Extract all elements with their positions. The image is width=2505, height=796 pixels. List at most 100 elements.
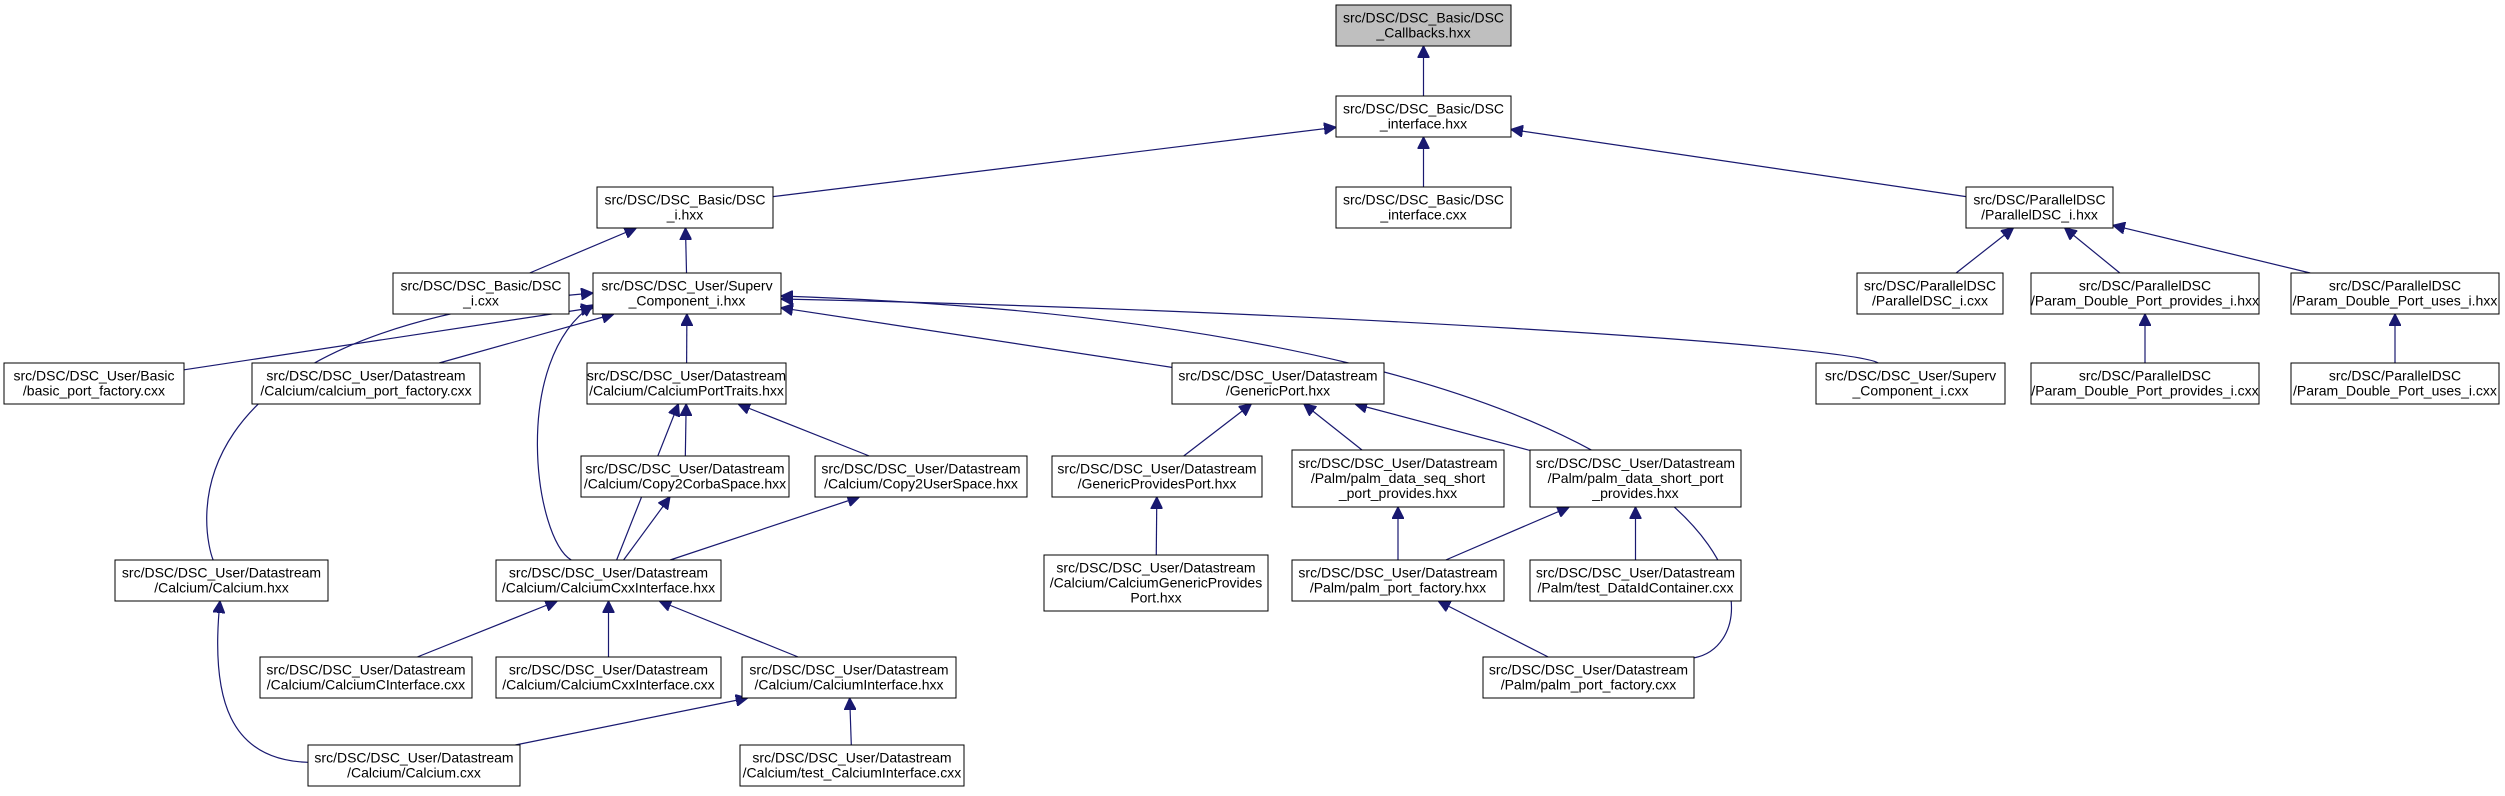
node-label-line: _Component_i.cxx xyxy=(1852,383,1969,399)
node-label-line: src/DSC/DSC_User/Datastream xyxy=(266,662,465,678)
node-palm_seq_short[interactable]: src/DSC/DSC_User/Datastream/Palm/palm_da… xyxy=(1291,449,1505,508)
node-label-line: /Param_Double_Port_provides_i.hxx xyxy=(2031,293,2259,309)
node-label-line: /Palm/palm_port_factory.cxx xyxy=(1501,677,1677,693)
node-label-line: src/DSC/DSC_User/Datastream xyxy=(314,750,513,766)
node-box xyxy=(814,455,1028,498)
node-box xyxy=(1815,362,2006,405)
node-calcium_interface_hxx[interactable]: src/DSC/DSC_User/Datastream/Calcium/Calc… xyxy=(741,656,957,699)
node-label-line: /Palm/palm_port_factory.hxx xyxy=(1310,580,1486,596)
node-label-line: /GenericProvidesPort.hxx xyxy=(1078,476,1237,492)
node-label-line: src/DSC/DSC_User/Basic xyxy=(13,368,174,384)
node-palm_short[interactable]: src/DSC/DSC_User/Datastream/Palm/palm_da… xyxy=(1529,449,1742,508)
node-test_calcium_interface[interactable]: src/DSC/DSC_User/Datastream/Calcium/test… xyxy=(739,744,965,787)
node-uses_cxx[interactable]: src/DSC/ParallelDSC/Param_Double_Port_us… xyxy=(2290,362,2500,405)
node-calcium_cxx[interactable]: src/DSC/DSC_User/Datastream/Calcium/Calc… xyxy=(307,744,521,787)
node-palm_factory_cxx[interactable]: src/DSC/DSC_User/Datastream/Palm/palm_po… xyxy=(1482,656,1695,699)
node-label-line: src/DSC/DSC_User/Datastream xyxy=(821,461,1020,477)
edge-calcium_hxx-to-superv_hxx xyxy=(206,293,593,561)
node-paralleldsc_i_hxx[interactable]: src/DSC/ParallelDSC/ParallelDSC_i.hxx xyxy=(1965,186,2114,229)
node-paralleldsc_i_cxx[interactable]: src/DSC/ParallelDSC/ParallelDSC_i.cxx xyxy=(1856,272,2004,315)
node-box xyxy=(1529,559,1742,602)
node-provides_hxx[interactable]: src/DSC/ParallelDSC/Param_Double_Port_pr… xyxy=(2030,272,2260,315)
node-label-line: /Calcium/CalciumCxxInterface.hxx xyxy=(502,580,715,596)
node-superv_cxx[interactable]: src/DSC/DSC_User/Superv_Component_i.cxx xyxy=(1815,362,2006,405)
node-calcium_port_traits[interactable]: src/DSC/DSC_User/Datastream/Calcium/Calc… xyxy=(586,362,787,405)
node-label-line: src/DSC/DSC_User/Datastream xyxy=(1298,565,1497,581)
edge-dsc_i_cxx-to-dsc_i_hxx xyxy=(529,228,637,274)
node-box xyxy=(586,362,787,405)
node-box xyxy=(1291,559,1505,602)
node-test_datalid[interactable]: src/DSC/DSC_User/Datastream/Palm/test_Da… xyxy=(1529,559,1742,602)
node-generic_port[interactable]: src/DSC/DSC_User/Datastream/GenericPort.… xyxy=(1171,362,1385,405)
node-calcium_generic_provides[interactable]: src/DSC/DSC_User/Datastream/Calcium/Calc… xyxy=(1043,554,1269,612)
edge-palm_seq_short-to-generic_port xyxy=(1304,404,1363,451)
node-box xyxy=(741,656,957,699)
edges-layer xyxy=(183,46,2395,763)
edge-calcium_cxx-to-calcium_interface_hxx xyxy=(515,698,747,746)
node-interface_hxx[interactable]: src/DSC/DSC_Basic/DSC_interface.hxx xyxy=(1335,95,1512,138)
node-label-line: /ParallelDSC_i.hxx xyxy=(1981,207,2098,223)
node-label-line: src/DSC/DSC_User/Datastream xyxy=(122,565,321,581)
edge-superv_hxx-to-dsc_i_hxx xyxy=(685,228,686,274)
node-label-line: src/DSC/ParallelDSC xyxy=(1973,192,2105,208)
node-calcium_hxx[interactable]: src/DSC/DSC_User/Datastream/Calcium/Calc… xyxy=(114,559,329,602)
node-label-line: _interface.hxx xyxy=(1379,116,1467,132)
node-box xyxy=(251,362,481,405)
node-label-line: src/DSC/DSC_User/Datastream xyxy=(749,662,948,678)
node-uses_hxx[interactable]: src/DSC/ParallelDSC/Param_Double_Port_us… xyxy=(2290,272,2500,315)
node-label-line: /Palm/palm_data_seq_short xyxy=(1311,470,1485,486)
node-label-line: _port_provides.hxx xyxy=(1338,485,1457,501)
node-label-line: src/DSC/DSC_Basic/DSC xyxy=(604,192,765,208)
node-label-line: /Calcium/CalciumGenericProvides xyxy=(1050,575,1262,591)
node-label-line: /Calcium/Copy2UserSpace.hxx xyxy=(824,476,1018,492)
node-callbacks_hxx[interactable]: src/DSC/DSC_Basic/DSC_Callbacks.hxx xyxy=(1335,4,1512,47)
node-label-line: _i.hxx xyxy=(666,207,704,223)
node-calcium_cxx_interface_cxx[interactable]: src/DSC/DSC_User/Datastream/Calcium/Calc… xyxy=(495,656,722,699)
node-calcium_c_interface[interactable]: src/DSC/DSC_User/Datastream/Calcium/Calc… xyxy=(259,656,473,699)
node-calcium_port_factory[interactable]: src/DSC/DSC_User/Datastream/Calcium/calc… xyxy=(251,362,481,405)
node-basic_port_factory[interactable]: src/DSC/DSC_User/Basic/basic_port_factor… xyxy=(3,362,185,405)
node-label-line: /Palm/palm_data_short_port xyxy=(1548,470,1724,486)
node-label-line: src/DSC/DSC_User/Datastream xyxy=(752,750,951,766)
node-box xyxy=(1043,554,1269,612)
node-label-line: src/DSC/DSC_User/Datastream xyxy=(1056,560,1255,576)
node-interface_cxx[interactable]: src/DSC/DSC_Basic/DSC_interface.cxx xyxy=(1335,186,1512,229)
node-palm_factory_hxx[interactable]: src/DSC/DSC_User/Datastream/Palm/palm_po… xyxy=(1291,559,1505,602)
node-label-line: /Calcium/CalciumPortTraits.hxx xyxy=(589,383,784,399)
node-box xyxy=(1051,455,1263,498)
node-label-line: /Calcium/CalciumCxxInterface.cxx xyxy=(502,677,714,693)
node-copy2user[interactable]: src/DSC/DSC_User/Datastream/Calcium/Copy… xyxy=(814,455,1028,498)
node-provides_cxx[interactable]: src/DSC/ParallelDSC/Param_Double_Port_pr… xyxy=(2030,362,2260,405)
node-label-line: src/DSC/DSC_User/Datastream xyxy=(509,565,708,581)
node-box xyxy=(2290,362,2500,405)
node-box xyxy=(114,559,329,602)
node-label-line: src/DSC/DSC_User/Datastream xyxy=(1057,461,1256,477)
node-box xyxy=(495,656,722,699)
node-dsc_i_hxx[interactable]: src/DSC/DSC_Basic/DSC_i.hxx xyxy=(596,186,774,229)
node-box xyxy=(1965,186,2114,229)
node-label-line: /basic_port_factory.cxx xyxy=(23,383,165,399)
edge-copy2user-to-calcium_port_traits xyxy=(738,404,870,457)
node-label-line: src/DSC/ParallelDSC xyxy=(2329,368,2461,384)
node-label-line: _Component_i.hxx xyxy=(628,293,746,309)
node-label-line: /ParallelDSC_i.cxx xyxy=(1872,293,1988,309)
nodes-layer: src/DSC/DSC_Basic/DSC_Callbacks.hxxsrc/D… xyxy=(3,4,2500,787)
edge-palm_factory_hxx-to-palm_short xyxy=(1445,507,1569,561)
edge-generic_provides_port-to-generic_port xyxy=(1183,404,1252,457)
node-label-line: src/DSC/DSC_Basic/DSC xyxy=(1343,101,1504,117)
node-dsc_i_cxx[interactable]: src/DSC/DSC_Basic/DSC_i.cxx xyxy=(392,272,570,315)
node-box xyxy=(1482,656,1695,699)
edge-basic_port_factory-to-superv_hxx xyxy=(183,308,593,371)
edge-test_calcium_interface-to-calcium_interface_hxx xyxy=(850,698,852,746)
node-generic_provides_port[interactable]: src/DSC/DSC_User/Datastream/GenericProvi… xyxy=(1051,455,1263,498)
node-superv_hxx[interactable]: src/DSC/DSC_User/Superv_Component_i.hxx xyxy=(592,272,782,315)
node-label-line: /Calcium/calcium_port_factory.cxx xyxy=(260,383,471,399)
node-copy2corba[interactable]: src/DSC/DSC_User/Datastream/Calcium/Copy… xyxy=(580,455,790,498)
node-label-line: _Callbacks.hxx xyxy=(1375,25,1470,41)
edge-palm_factory_cxx-to-palm_factory_hxx xyxy=(1438,601,1549,658)
node-calcium_cxx_interface_hxx[interactable]: src/DSC/DSC_User/Datastream/Calcium/Calc… xyxy=(495,559,722,602)
node-label-line: _provides.hxx xyxy=(1591,485,1678,501)
edge-calcium_cxx_interface_hxx-to-copy2corba xyxy=(623,497,670,561)
node-label-line: src/DSC/DSC_User/Datastream xyxy=(585,461,784,477)
